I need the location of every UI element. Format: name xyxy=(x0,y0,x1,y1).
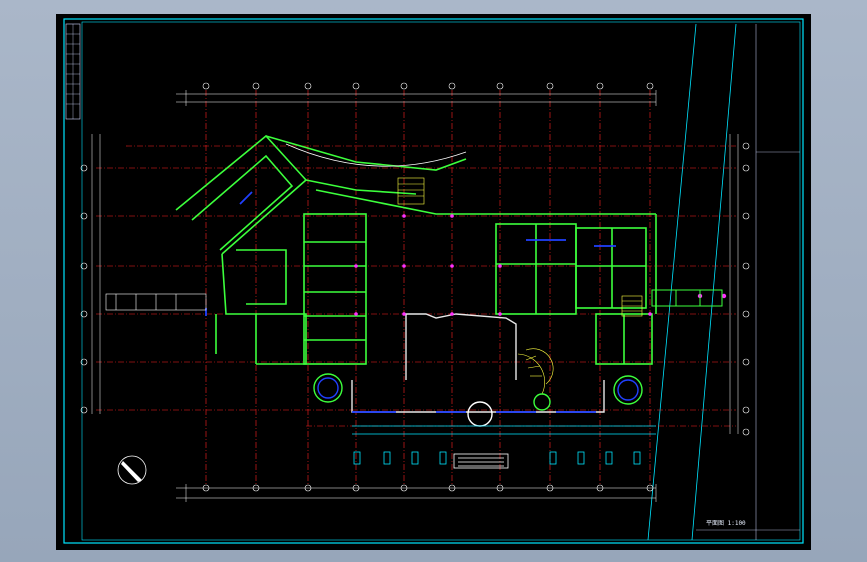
walls-west-wing xyxy=(175,134,467,365)
drawing-sheet: 平面图 1:100 xyxy=(56,14,811,550)
drawing-scale-note: 平面图 1:100 xyxy=(706,520,746,527)
compass-icon xyxy=(117,455,147,485)
east-walkway xyxy=(651,289,723,307)
west-walkway xyxy=(105,293,207,311)
outer-frame xyxy=(63,18,804,544)
floor-plan-drawing xyxy=(63,18,804,544)
round-towers xyxy=(313,373,643,427)
dimension-lines xyxy=(91,90,739,502)
canopy-outline xyxy=(285,143,467,167)
axis-grid xyxy=(96,90,736,484)
entrance-colonnade xyxy=(352,425,656,469)
window-openings xyxy=(205,191,616,413)
inner-frame xyxy=(81,21,801,541)
walls-main-hall xyxy=(351,313,605,413)
column-markers xyxy=(354,214,727,316)
binding-strip xyxy=(65,23,81,120)
staircases xyxy=(397,177,643,395)
axis-bubbles-top xyxy=(80,82,750,492)
walls-central xyxy=(303,189,657,365)
title-block xyxy=(647,23,800,541)
